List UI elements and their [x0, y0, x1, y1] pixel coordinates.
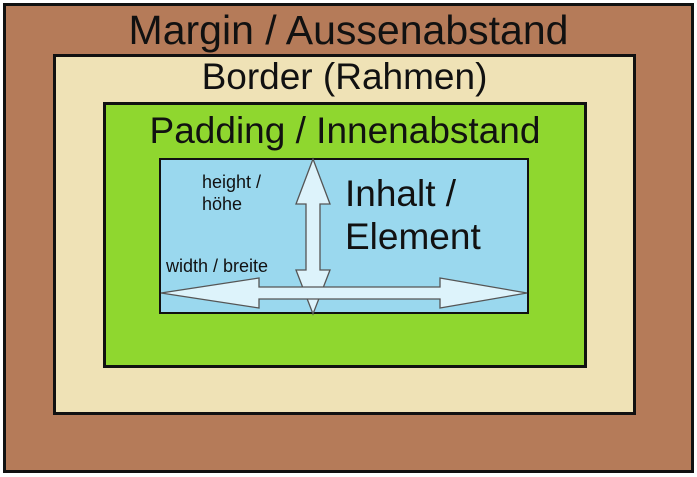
padding-label: Padding / Innenabstand: [149, 110, 541, 151]
height-label: height / höhe: [202, 172, 262, 214]
content-label: Inhalt / Element: [345, 173, 481, 258]
margin-label: Margin / Aussenabstand: [128, 7, 569, 53]
width-label: width / breite: [166, 256, 269, 276]
border-label: Border (Rahmen): [201, 56, 488, 97]
